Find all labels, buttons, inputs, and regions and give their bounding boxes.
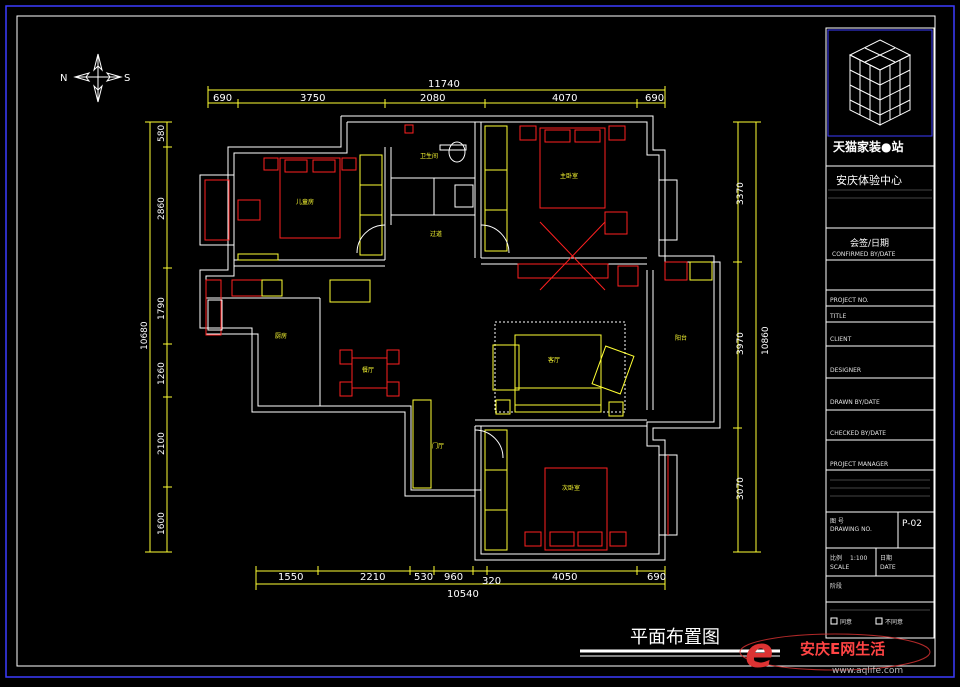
watermark: e 安庆E网生活 www.aqlife.com bbox=[739, 628, 931, 677]
room-label-bathroom: 卫生间 bbox=[420, 152, 438, 160]
dim-bottom-total: 10540 bbox=[447, 589, 479, 600]
watermark-url: www.aqlife.com bbox=[832, 666, 903, 676]
room-label-dining: 餐厅 bbox=[362, 366, 374, 374]
drawing-frame bbox=[5, 5, 955, 678]
date-label-en: DATE bbox=[880, 564, 896, 571]
dim-left-seg: 2100 bbox=[157, 432, 167, 455]
dim-top-seg: 2080 bbox=[420, 93, 445, 104]
field-en: DRAWN BY/DATE bbox=[830, 399, 880, 406]
room-label-child-bedroom: 儿童房 bbox=[296, 198, 314, 206]
date-label: 日期 bbox=[880, 554, 892, 562]
room-label-balcony: 阳台 bbox=[675, 334, 687, 342]
dim-right-seg: 3370 bbox=[736, 182, 746, 205]
dim-left-seg: 1260 bbox=[157, 362, 167, 385]
dims-right: 3370 3970 3070 10860 bbox=[733, 121, 771, 553]
dim-left-seg: 580 bbox=[157, 125, 167, 142]
opt-yes: 同意 bbox=[840, 618, 852, 626]
brand-logo-icon bbox=[848, 39, 912, 126]
room-label-master-bedroom: 主卧室 bbox=[560, 172, 578, 180]
dim-left-total: 10680 bbox=[140, 321, 150, 350]
scale-value: 1:100 bbox=[850, 555, 867, 562]
dim-top-total: 11740 bbox=[428, 79, 460, 90]
stage-label: 阶段 bbox=[830, 582, 842, 590]
field-en: PROJECT NO. bbox=[830, 297, 869, 304]
dim-top-seg: 3750 bbox=[300, 93, 325, 104]
scale-label-en: SCALE bbox=[830, 564, 849, 571]
field-en: CHECKED BY/DATE bbox=[830, 430, 886, 437]
center-name: 安庆体验中心 bbox=[836, 173, 902, 187]
bed-icon bbox=[279, 157, 341, 239]
room-label-second-bedroom: 次卧室 bbox=[562, 484, 580, 492]
confirm-label: 会签/日期 bbox=[850, 237, 889, 249]
room-labels: 儿童房 主卧室 卫生间 过道 厨房 餐厅 客厅 阳台 门厅 次卧室 bbox=[275, 152, 687, 492]
dim-bottom-seg: 2210 bbox=[360, 572, 385, 583]
dim-left-seg: 1790 bbox=[157, 297, 167, 320]
dim-left-seg: 2860 bbox=[157, 197, 167, 220]
scale-label: 比例 bbox=[830, 554, 842, 562]
dim-top-seg: 4070 bbox=[552, 93, 577, 104]
dim-right-seg: 3970 bbox=[736, 332, 746, 355]
field-en: DESIGNER bbox=[830, 367, 861, 374]
watermark-e-icon: e bbox=[745, 628, 774, 677]
dim-bottom-seg: 4050 bbox=[552, 572, 577, 583]
compass-north: N bbox=[60, 73, 67, 84]
checkbox-yes[interactable] bbox=[830, 617, 838, 625]
drawing-no-label-en: DRAWING NO. bbox=[830, 526, 872, 533]
dining-table-icon bbox=[351, 357, 388, 389]
field-en: TITLE bbox=[829, 313, 846, 320]
room-label-hall: 门厅 bbox=[432, 442, 444, 450]
room-label-living: 客厅 bbox=[548, 356, 560, 364]
dim-top-seg: 690 bbox=[213, 93, 232, 104]
dim-bottom-seg: 960 bbox=[444, 572, 463, 583]
title-block: 天猫家装●站 安庆体验中心 会签/日期 CONFIRMED BY/DATE PR… bbox=[825, 27, 935, 639]
checkbox-no[interactable] bbox=[875, 617, 883, 625]
chair-icon bbox=[604, 211, 628, 235]
dims-top: 11740 690 3750 2080 4070 690 bbox=[207, 79, 666, 108]
dim-bottom-seg: 1550 bbox=[278, 572, 303, 583]
bed-icon bbox=[539, 127, 606, 209]
walls bbox=[199, 115, 721, 561]
compass-icon: N S bbox=[60, 53, 130, 103]
dim-left-seg: 1600 bbox=[157, 512, 167, 535]
chair-icon bbox=[237, 199, 261, 221]
sofa-icon bbox=[492, 344, 520, 391]
watermark-text: 安庆E网生活 bbox=[800, 640, 885, 658]
brand-name: 天猫家装●站 bbox=[833, 139, 903, 154]
dim-top-seg: 690 bbox=[645, 93, 664, 104]
field-en: PROJECT MANAGER bbox=[830, 461, 888, 468]
dims-left: 10680 580 2860 1790 1260 2100 1600 bbox=[140, 121, 172, 553]
dim-right-total: 10860 bbox=[761, 326, 771, 355]
field-en: CLIENT bbox=[830, 336, 852, 343]
furniture bbox=[205, 124, 713, 551]
dim-bottom-seg: 690 bbox=[647, 572, 666, 583]
room-label-corridor: 过道 bbox=[430, 230, 442, 238]
room-label-kitchen: 厨房 bbox=[275, 332, 287, 340]
dims-bottom: 1550 2210 530 960 320 4050 690 10540 bbox=[255, 566, 666, 600]
dim-right-seg: 3070 bbox=[736, 477, 746, 500]
dim-bottom-seg: 530 bbox=[414, 572, 433, 583]
compass-south: S bbox=[124, 73, 130, 84]
sofa-icon bbox=[514, 387, 602, 413]
opt-no: 不同意 bbox=[885, 618, 903, 626]
drawing-no: P-02 bbox=[902, 519, 922, 529]
armchair-icon bbox=[591, 345, 635, 395]
confirm-label-en: CONFIRMED BY/DATE bbox=[832, 251, 896, 258]
inner-frame bbox=[16, 15, 936, 667]
drawing-no-label: 图 号 bbox=[830, 518, 844, 525]
bed-icon bbox=[544, 467, 608, 551]
drawing-title: 平面布置图 bbox=[630, 627, 720, 648]
dim-bottom-seg: 320 bbox=[482, 576, 501, 587]
